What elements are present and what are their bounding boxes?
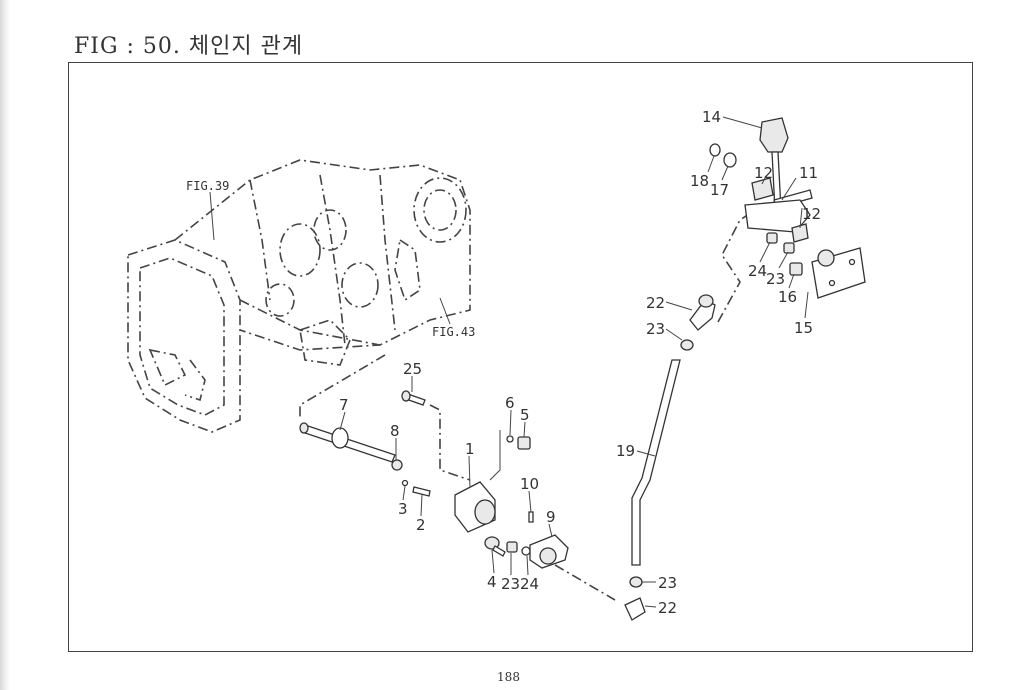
callout-24-upper: 24 [748,262,767,280]
callout-9: 9 [546,508,556,526]
callout-12-lower: 12 [802,205,821,223]
callout-1: 1 [465,440,475,458]
figure-title: FIG : 50. 체인지 관계 [74,34,304,59]
callout-14: 14 [702,108,721,126]
transmission-housing [127,159,471,433]
callout-23-upper: 23 [766,270,785,288]
callout-10: 10 [520,475,539,493]
callout-3: 3 [398,500,408,518]
shift-shaft-assembly [299,354,616,601]
callout-23-rod-upper: 23 [646,320,665,338]
callout-23-lower: 23 [501,575,520,593]
fig43-reference: FIG.43 [432,325,475,339]
callout-8: 8 [390,422,400,440]
callout-leaders [339,116,809,608]
diagram-frame [68,62,973,652]
callout-15: 15 [794,319,813,337]
callout-17: 17 [710,181,729,199]
callout-23-rod-lower: 23 [658,574,677,592]
callout-7: 7 [339,396,349,414]
fig39-leader [209,191,215,241]
callout-4: 4 [487,573,497,591]
callout-labels: 25 7 8 1 3 2 6 5 10 9 4 23 24 19 22 23 2… [339,108,821,617]
callout-22-lower: 22 [658,599,677,617]
scan-edge [0,0,10,690]
callout-24-lower: 24 [520,575,539,593]
callout-25: 25 [403,360,422,378]
callout-2: 2 [416,516,426,534]
fig39-reference: FIG.39 [186,179,229,193]
callout-5: 5 [520,406,530,424]
shift-rod [624,294,716,621]
callout-11: 11 [799,164,818,182]
callout-12-upper: 12 [754,164,773,182]
callout-19: 19 [616,442,635,460]
shift-lever-assembly [709,117,866,323]
fig43-leader [439,297,451,325]
callout-22-upper: 22 [646,294,665,312]
callout-18: 18 [690,172,709,190]
page-number: 188 [497,670,520,684]
callout-16: 16 [778,288,797,306]
callout-6: 6 [505,394,515,412]
